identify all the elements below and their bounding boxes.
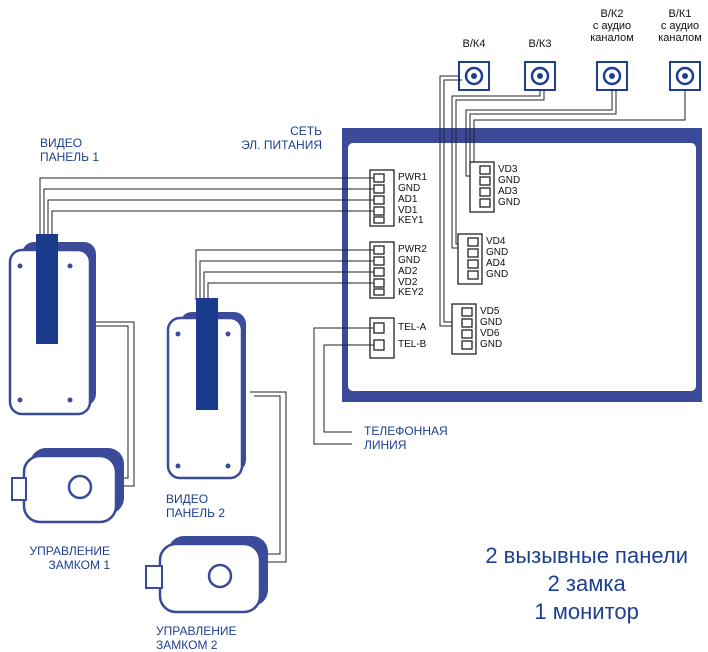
phone-wires — [313, 327, 374, 445]
lock-2-label: УПРАВЛЕНИЕ ЗАМКОМ 2 — [156, 624, 237, 652]
pin-label: VD2 — [398, 277, 418, 288]
summary-text: 2 вызывные панели 2 замка 1 монитор — [485, 542, 688, 626]
summary-line: 1 монитор — [534, 599, 639, 624]
panel-label-line: ПАНЕЛЬ 1 — [40, 150, 100, 164]
lock-label-line: УПРАВЛЕНИЕ — [156, 624, 237, 638]
panel-1-label: ВИДЕО ПАНЕЛЬ 1 — [40, 136, 99, 164]
camera-label: В/К1 с аудио каналом — [652, 8, 708, 44]
pin-label: KEY2 — [398, 287, 424, 298]
camera-icon — [524, 61, 556, 91]
connector-block — [369, 241, 395, 299]
pin-label: GND — [486, 269, 509, 280]
summary-line: 2 вызывные панели — [485, 543, 688, 568]
camera-icon — [596, 61, 628, 91]
camera-note: каналом — [590, 32, 634, 44]
video-panel-2 — [166, 298, 246, 480]
pin-label: GND — [486, 247, 509, 258]
camera-name: В/К1 — [668, 8, 692, 20]
lock-1 — [11, 448, 124, 524]
lock-2 — [145, 536, 268, 614]
pin-label: AD1 — [398, 194, 418, 205]
camera-name: В/К3 — [528, 38, 552, 50]
lock-label-line: УПРАВЛЕНИЕ — [29, 544, 111, 558]
video-panel-1 — [8, 234, 96, 416]
pin-label: GND — [498, 197, 521, 208]
pin-label: AD2 — [398, 266, 418, 277]
pin-label: PWR1 — [398, 172, 427, 183]
phone-line-label: ТЕЛЕФОННАЯ ЛИНИЯ — [364, 424, 448, 452]
pin-label: AD4 — [486, 258, 506, 269]
camera-name: В/К2 — [600, 8, 624, 20]
camera-label: В/К2 с аудио каналом — [584, 8, 640, 44]
camera-note: каналом — [658, 32, 702, 44]
camera-note: с аудио — [660, 20, 700, 32]
power-label-line: СЕТЬ — [290, 124, 322, 138]
summary-line: 2 замка — [547, 571, 626, 596]
panel-label-line: ВИДЕО — [40, 136, 83, 150]
pin-label: TEL-A — [398, 322, 427, 333]
camera-label: В/К3 — [518, 38, 562, 50]
pin-label: GND — [498, 175, 521, 186]
panel-2-wires — [195, 249, 374, 300]
lock-label-line: ЗАМКОМ 2 — [156, 638, 218, 652]
camera-label: В/К4 — [452, 38, 496, 50]
pin-label: VD6 — [480, 328, 500, 339]
pin-label: VD3 — [498, 164, 518, 175]
panel-1-wires — [39, 177, 374, 236]
connector-block — [369, 317, 395, 359]
power-label-line: ЭЛ. ПИТАНИЯ — [241, 138, 322, 152]
pin-label: AD3 — [498, 186, 518, 197]
connector-block — [451, 303, 477, 355]
panel-label-line: ПАНЕЛЬ 2 — [166, 506, 226, 520]
connector-block — [469, 161, 495, 213]
panel-2-label: ВИДЕО ПАНЕЛЬ 2 — [166, 492, 225, 520]
lock-label-line: ЗАМКОМ 1 — [48, 558, 110, 572]
lock-1-label: УПРАВЛЕНИЕ ЗАМКОМ 1 — [18, 544, 111, 572]
power-label: СЕТЬ ЭЛ. ПИТАНИЯ — [226, 124, 322, 152]
phone-label-line: ТЕЛЕФОННАЯ — [364, 424, 448, 438]
camera-icon — [669, 61, 701, 91]
connector-block — [369, 169, 395, 227]
pin-label: GND — [480, 339, 503, 350]
connector-block — [457, 233, 483, 285]
phone-label-line: ЛИНИЯ — [364, 438, 407, 452]
pin-label: GND — [398, 255, 421, 266]
camera-icon — [458, 61, 490, 91]
pin-label: GND — [480, 317, 503, 328]
panel-label-line: ВИДЕО — [166, 492, 209, 506]
pin-label: VD4 — [486, 236, 506, 247]
camera-note: с аудио — [592, 20, 632, 32]
pin-label: TEL-B — [398, 339, 427, 350]
pin-label: PWR2 — [398, 244, 427, 255]
pin-label: VD5 — [480, 306, 500, 317]
monitor — [342, 128, 702, 402]
camera-name: В/К4 — [462, 38, 486, 50]
pin-label: GND — [398, 183, 421, 194]
pin-label: KEY1 — [398, 215, 424, 226]
pin-label: VD1 — [398, 205, 418, 216]
